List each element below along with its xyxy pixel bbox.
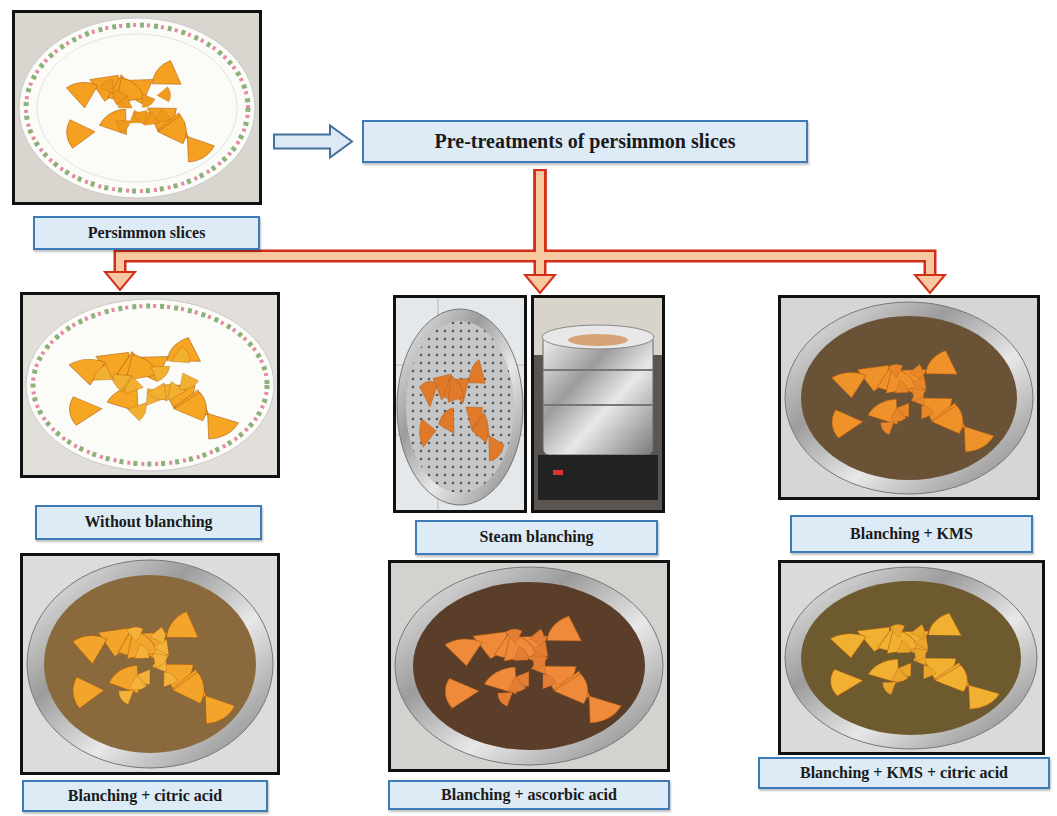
label-text: Persimmon slices (88, 224, 206, 242)
photo-bowl (778, 560, 1045, 755)
photo-bowl (778, 295, 1040, 500)
label-text: Pre-treatments of persimmon slices (435, 130, 736, 153)
photo-plate (20, 292, 280, 478)
label-box: Steam blanching (415, 520, 658, 555)
label-text: Blanching + citric acid (68, 787, 222, 805)
photo-node: Blanching + ascorbic acid (388, 560, 670, 810)
photo-node: Steam blanching (393, 295, 665, 557)
label-text: Without blanching (84, 513, 212, 531)
photo-node: Persimmon slices (12, 10, 262, 252)
label-box: Persimmon slices (33, 216, 260, 250)
photo-plate (12, 10, 262, 205)
label-text: Blanching + KMS (850, 525, 973, 543)
label-text: Steam blanching (479, 528, 593, 546)
photo-node: Blanching + KMS (778, 295, 1040, 555)
arrow-head (105, 272, 135, 290)
photo-bowl (20, 553, 280, 775)
branch-arrow (540, 169, 930, 275)
label-box: Blanching + citric acid (22, 780, 268, 812)
label-box: Pre-treatments of persimmon slices (362, 120, 808, 163)
photo-bowl (388, 560, 670, 772)
label-text: Blanching + KMS + citric acid (800, 764, 1008, 782)
process-box: Pre-treatments of persimmon slices (362, 120, 808, 163)
photo-node: Blanching + KMS + citric acid (758, 560, 1050, 790)
branch-arrow-fill (540, 172, 930, 276)
label-text: Blanching + ascorbic acid (441, 786, 617, 804)
arrow-head (915, 275, 945, 293)
arrow-head (525, 275, 555, 293)
label-box: Blanching + ascorbic acid (388, 780, 670, 810)
photo-steamer (393, 295, 665, 513)
label-box: Blanching + KMS + citric acid (758, 757, 1050, 789)
label-box: Blanching + KMS (790, 515, 1033, 553)
block-arrow (274, 126, 352, 158)
photo-node: Without blanching (20, 292, 280, 542)
photo-node: Blanching + citric acid (20, 553, 280, 812)
label-box: Without blanching (35, 505, 262, 540)
